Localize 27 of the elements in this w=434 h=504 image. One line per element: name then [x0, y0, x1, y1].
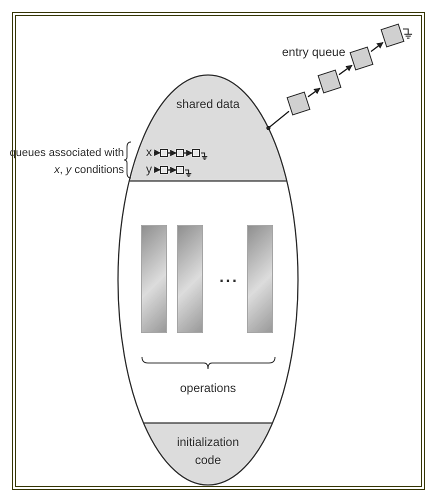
ellipsis: ...: [218, 270, 240, 285]
queue-node-box: [160, 166, 168, 174]
operation-bar: [141, 225, 167, 333]
arrow: [370, 42, 384, 52]
section-title: initialization code: [176, 434, 240, 469]
queue-node-box: [160, 149, 168, 157]
queue-entry-box: [286, 92, 310, 116]
queue-entry-box: [350, 46, 374, 70]
arrow: [168, 150, 177, 156]
arrow: [308, 88, 321, 98]
queue-node-box: [176, 149, 184, 157]
queue-entry-box: [380, 24, 404, 48]
condition-variable-label: x: [144, 145, 154, 160]
operation-bar: [177, 225, 203, 333]
queue-entry-box: [318, 70, 342, 94]
arrow: [154, 149, 161, 156]
arrow: [184, 150, 193, 156]
operation-bar: [247, 225, 273, 333]
condition-variable-label: y: [144, 162, 154, 177]
queue-node-box: [176, 166, 184, 174]
arrow: [338, 64, 353, 76]
queue-node-box: [192, 149, 200, 157]
arrow: [154, 166, 161, 173]
section-label: entry queue: [282, 45, 346, 60]
arrow: [168, 166, 177, 174]
section-title: shared data: [175, 97, 241, 112]
section-title: operations: [178, 381, 238, 396]
